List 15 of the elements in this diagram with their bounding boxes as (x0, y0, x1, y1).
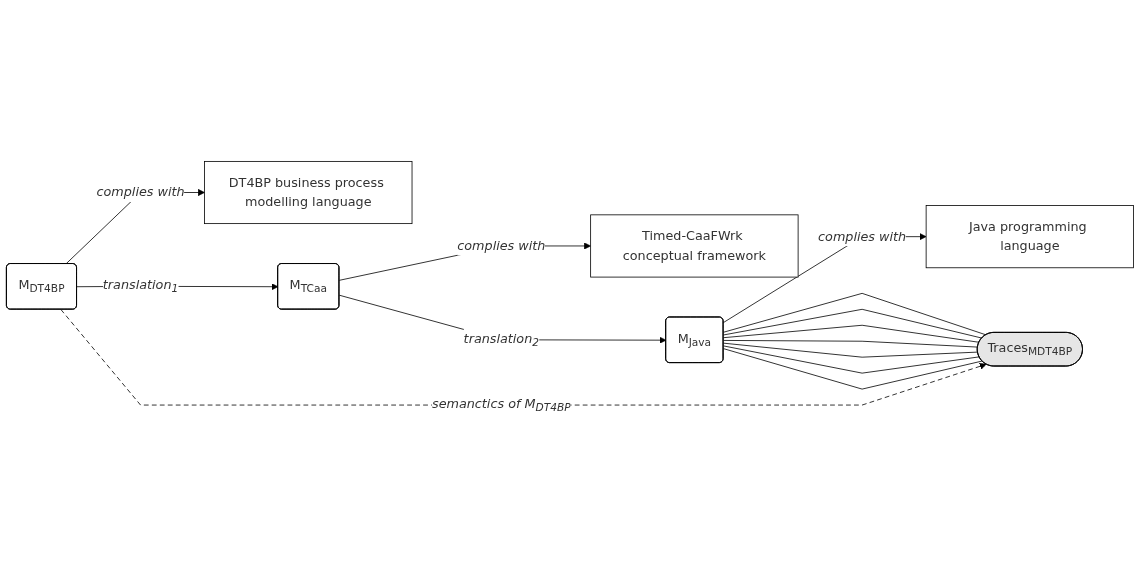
edge-label: semanctics of M$_{DT4BP}$ (431, 395, 571, 414)
connector (723, 324, 980, 343)
node-box: Timed-CaaFWrk conceptual framework (590, 214, 799, 278)
edge-label: complies with (818, 228, 907, 244)
edge-label: complies with (96, 184, 185, 200)
connector (723, 345, 980, 374)
edge-label: complies with (457, 237, 546, 254)
edge-label: translation$_{2}$ (463, 330, 540, 349)
connector (723, 292, 987, 336)
node-box: DT4BP business process modelling language (204, 160, 413, 224)
edge-label: translation$_{1}$ (102, 276, 179, 295)
node-box: Java programming language (925, 205, 1134, 269)
connector (723, 342, 979, 358)
connector (723, 339, 979, 348)
connector (723, 348, 983, 390)
